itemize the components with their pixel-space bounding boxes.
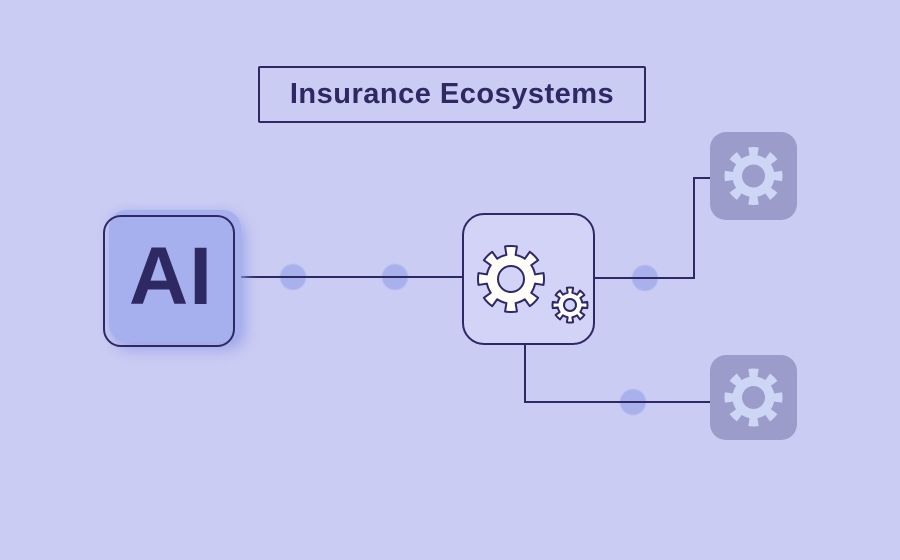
large-gear-icon <box>477 245 545 313</box>
connector-top-stub <box>695 177 710 179</box>
gear-icon-glyph <box>724 368 783 427</box>
connector-process-to-top-riser <box>693 177 695 279</box>
connector-ai-to-process <box>235 276 462 278</box>
connector-process-to-bottom-drop <box>524 345 526 403</box>
small-gear-icon <box>551 286 589 324</box>
ai-node: AI <box>103 210 243 350</box>
gear-icon <box>724 368 783 427</box>
ai-label: AI <box>129 231 213 322</box>
gear-icon-glyph <box>724 146 783 206</box>
output-node-top <box>710 132 797 220</box>
gears-icon <box>477 245 589 324</box>
process-node <box>462 213 595 345</box>
gear-icon <box>724 146 783 206</box>
connector-process-to-top <box>595 277 695 279</box>
diagram-title: Insurance Ecosystems <box>289 78 615 110</box>
connector-process-to-bottom <box>524 401 710 403</box>
output-node-bottom <box>710 355 797 440</box>
title-box: Insurance Ecosystems <box>258 66 646 123</box>
ai-node-frame: AI <box>103 215 235 347</box>
